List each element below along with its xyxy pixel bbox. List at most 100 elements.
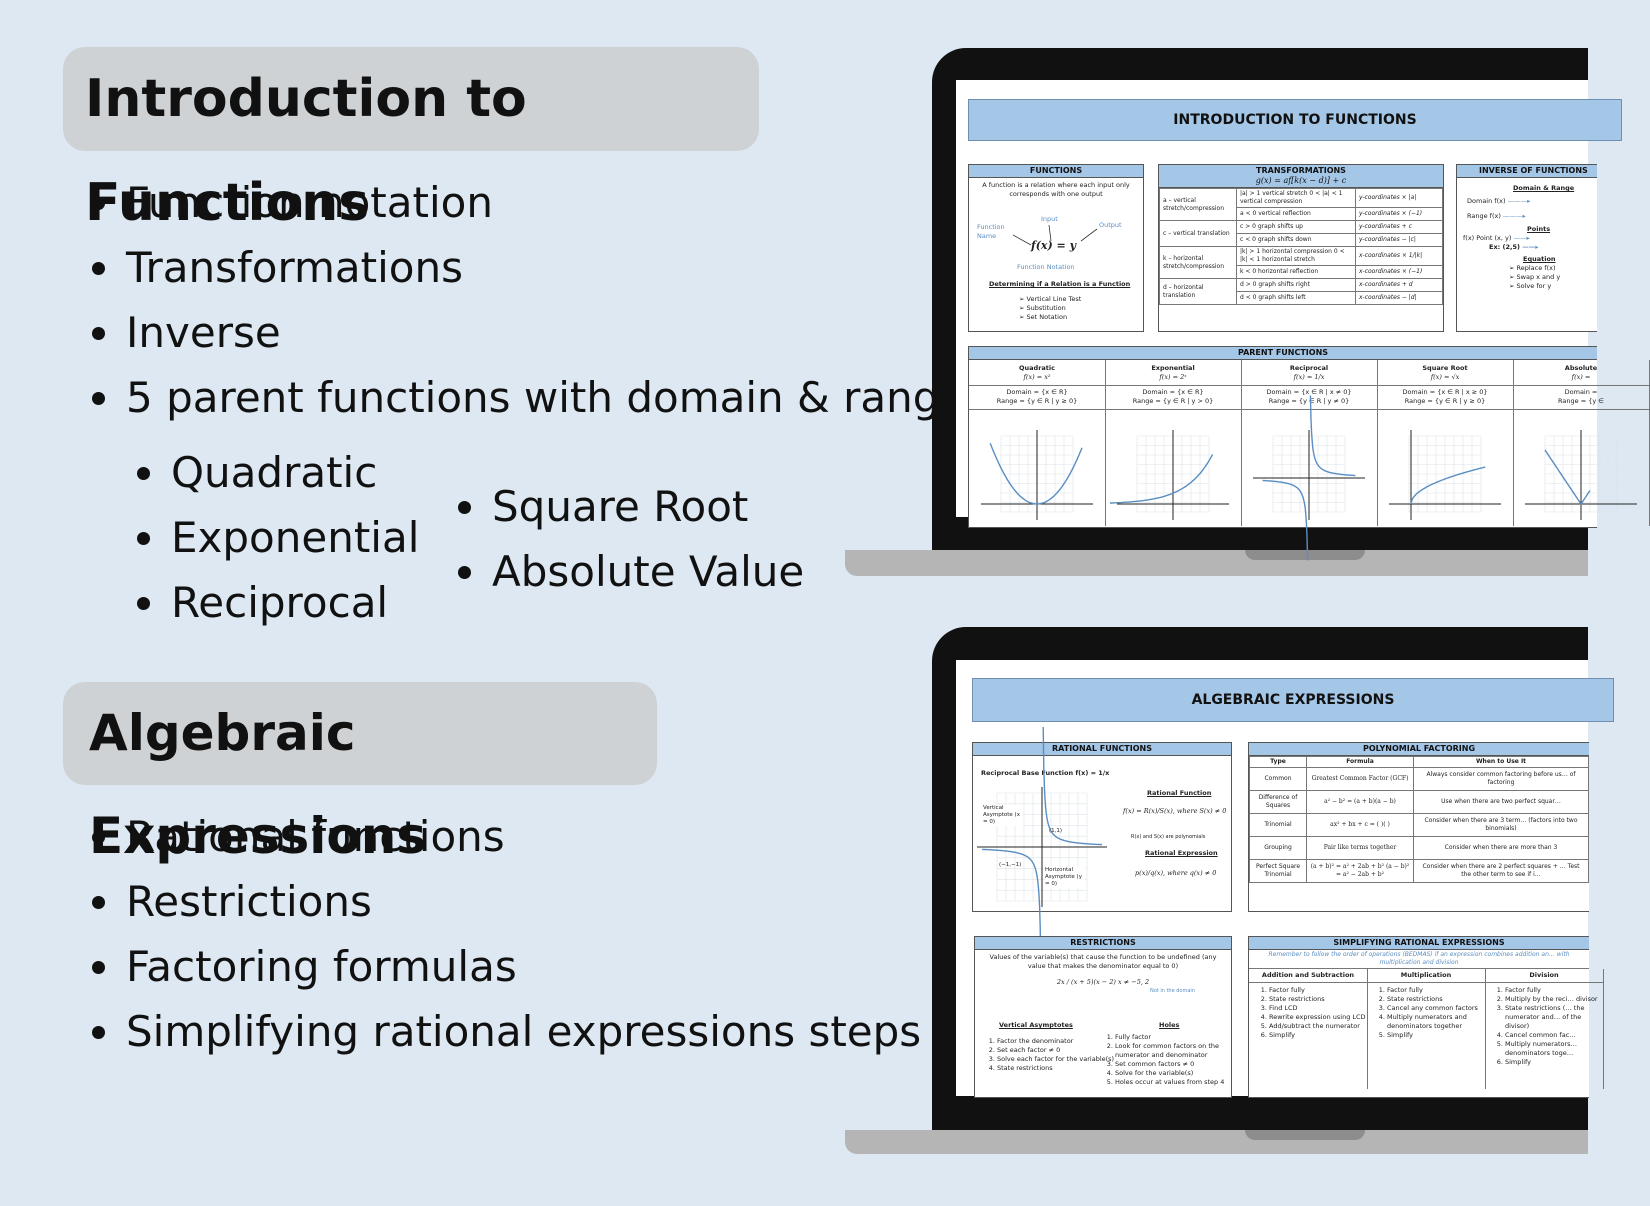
list-item: Solve each factor for the variable(s)	[997, 1055, 1115, 1064]
function-definition: A function is a relation where each inpu…	[982, 181, 1130, 198]
functions-cheat-sheet: INTRODUCTION TO FUNCTIONS FUNCTIONS A fu…	[956, 80, 1650, 561]
list-item: State restrictions	[997, 1064, 1115, 1073]
parent-function-range: Range = {y ∈	[1513, 397, 1649, 410]
inverse-panel: INVERSE OF FUNCTIONS Domain & Range Doma…	[1456, 164, 1597, 332]
table-cell: d > 0 graph shifts right	[1236, 278, 1356, 292]
list-item: Exponential	[135, 505, 419, 570]
table-cell: Consider when there are more than 3	[1413, 836, 1589, 860]
table-row: Perfect Square Trinomial(a + b)² = a² + …	[1249, 859, 1589, 883]
output-label: Output	[1099, 221, 1122, 229]
list-item: ➢ Swap x and y	[1509, 273, 1561, 281]
equation-title: Equation	[1523, 255, 1556, 263]
table-cell: |k| > 1 horizontal compression 0 < |k| <…	[1236, 246, 1356, 266]
table-row: a – vertical stretch/compression|a| > 1 …	[1159, 188, 1443, 221]
list-item: Factor the denominator	[997, 1037, 1115, 1046]
graph-curve	[989, 442, 1083, 505]
simplifying-steps: Factor fullyState restrictionsFind LCDRe…	[1249, 986, 1367, 1040]
table-cell: c > 0 graph shifts up	[1236, 220, 1356, 234]
reciprocal-base: Reciprocal Base Function f(x) = 1/x	[981, 769, 1110, 777]
graph-curve	[1262, 479, 1309, 561]
graph-curve	[1309, 395, 1356, 477]
parent-function-eq: f(x) = x²	[969, 373, 1105, 386]
list-item: Find LCD	[1269, 1004, 1367, 1013]
section-title-algebraic: Algebraic Expressions	[63, 682, 657, 865]
table-cell: a – vertical stretch/compression	[1159, 188, 1237, 221]
table-cell: d – horizontal translation	[1159, 278, 1237, 305]
list-item: Multiply numerators and denominators tog…	[1387, 1013, 1485, 1031]
parent-function-eq: f(x) = 2ˣ	[1105, 373, 1241, 386]
list-item: ➢ Substitution	[1019, 304, 1066, 312]
inverse-point: f(x) Point (x, y) ——▸	[1463, 234, 1530, 242]
parent-function-domain: Domain = {x ∈ R | x ≥ 0}	[1402, 388, 1488, 396]
transformations-title: TRANSFORMATIONS	[1256, 166, 1346, 175]
simplifying-column-title: Division	[1485, 969, 1603, 983]
table-cell: Grouping	[1249, 836, 1307, 860]
table-cell: x-coordinates × (−1)	[1355, 265, 1443, 279]
parent-function-graph	[981, 430, 1093, 520]
graph-curve	[1110, 454, 1214, 504]
table-cell: y-coordinates × |a|	[1355, 188, 1443, 208]
parent-function-graph	[1389, 430, 1501, 520]
table-cell: x-coordinates × 1/|k|	[1355, 246, 1443, 266]
list-item: Multiply numerators… denominators toge…	[1505, 1040, 1603, 1058]
list-item: Cancel common fac…	[1505, 1031, 1603, 1040]
vertical-asymptote-label: Vertical Asymptote (x = 0)	[983, 805, 1023, 826]
parent-function-graph	[1253, 395, 1365, 561]
simplifying-panel: SIMPLIFYING RATIONAL EXPRESSIONS Remembe…	[1248, 936, 1604, 1098]
parent-function-range: Range = {y ∈ R | y > 0}	[1105, 397, 1241, 410]
list-item: Square Root	[456, 474, 804, 539]
table-header-cell: Type	[1249, 756, 1307, 768]
table-cell: Pair like terms together	[1306, 836, 1414, 860]
list-item: Holes occur at values from step 4	[1115, 1078, 1251, 1087]
list-item: Factor fully	[1505, 986, 1603, 995]
list-item: Set each factor ≠ 0	[997, 1046, 1115, 1055]
list-item: Add/subtract the numerator	[1269, 1022, 1367, 1031]
list-item: Transformations	[90, 235, 965, 300]
algebraic-cheat-sheet: ALGEBRAIC EXPRESSIONS RATIONAL FUNCTIONS…	[956, 660, 1614, 1098]
point-label: (−1,−1)	[999, 862, 1022, 868]
va-steps: Factor the denominatorSet each factor ≠ …	[975, 1037, 1115, 1073]
parent-function-name: Absolute	[1564, 364, 1598, 372]
list-item: Rational functions	[90, 804, 921, 869]
panel-title: PARENT FUNCTIONS	[969, 347, 1597, 360]
parent-function-range: Range = {y ∈ R | y ≥ 0}	[969, 397, 1105, 410]
laptop-notch	[1245, 1130, 1365, 1140]
list-item: 5 parent functions with domain & range	[90, 365, 965, 430]
notation-label: Function Notation	[1017, 263, 1075, 271]
panel-title: INVERSE OF FUNCTIONS	[1457, 165, 1597, 178]
rational-function-eq: f(x) = R(x)/S(x), where S(x) ≠ 0	[1123, 807, 1227, 815]
table-cell: k < 0 horizontal reflection	[1236, 265, 1356, 279]
list-item: ➢ Replace f(x)	[1509, 264, 1556, 272]
table-cell: Always consider common factoring before …	[1413, 767, 1589, 791]
function-notation: f(x) = y	[1031, 239, 1076, 252]
functions-bullet-list: Function notation Transformations Invers…	[90, 170, 965, 430]
table-row: k – horizontal stretch/compression|k| > …	[1159, 246, 1443, 279]
list-item: Function notation	[90, 170, 965, 235]
points-title: Points	[1527, 225, 1551, 233]
list-item: Fully factor	[1115, 1033, 1251, 1042]
laptop-base	[845, 550, 1588, 576]
simplifying-column-title: Addition and Subtraction	[1249, 969, 1367, 983]
algebraic-bullet-list: Rational functions Restrictions Factorin…	[90, 804, 921, 1064]
panel-title: RATIONAL FUNCTIONS	[973, 743, 1231, 756]
parent-function-name: Square Root	[1422, 364, 1468, 372]
table-cell: Common	[1249, 767, 1307, 791]
domain-range-title: Domain & Range	[1513, 184, 1575, 192]
parent-function-domain: Domain = {x ∈ R | x ≠ 0}	[1266, 388, 1352, 396]
laptop-screen: ALGEBRAIC EXPRESSIONS RATIONAL FUNCTIONS…	[956, 660, 1614, 1098]
list-item: Look for common factors on the numerator…	[1115, 1042, 1251, 1060]
list-item: Restrictions	[90, 869, 921, 934]
inverse-example: Ex: (2,5) ——▸	[1489, 243, 1539, 251]
list-item: Solve for the variable(s)	[1115, 1069, 1251, 1078]
table-cell: ax² + bx + c = ( )( )	[1306, 813, 1414, 837]
table-cell: Consider when there are 2 perfect square…	[1413, 859, 1589, 883]
table-cell: a < 0 vertical reflection	[1236, 207, 1356, 221]
